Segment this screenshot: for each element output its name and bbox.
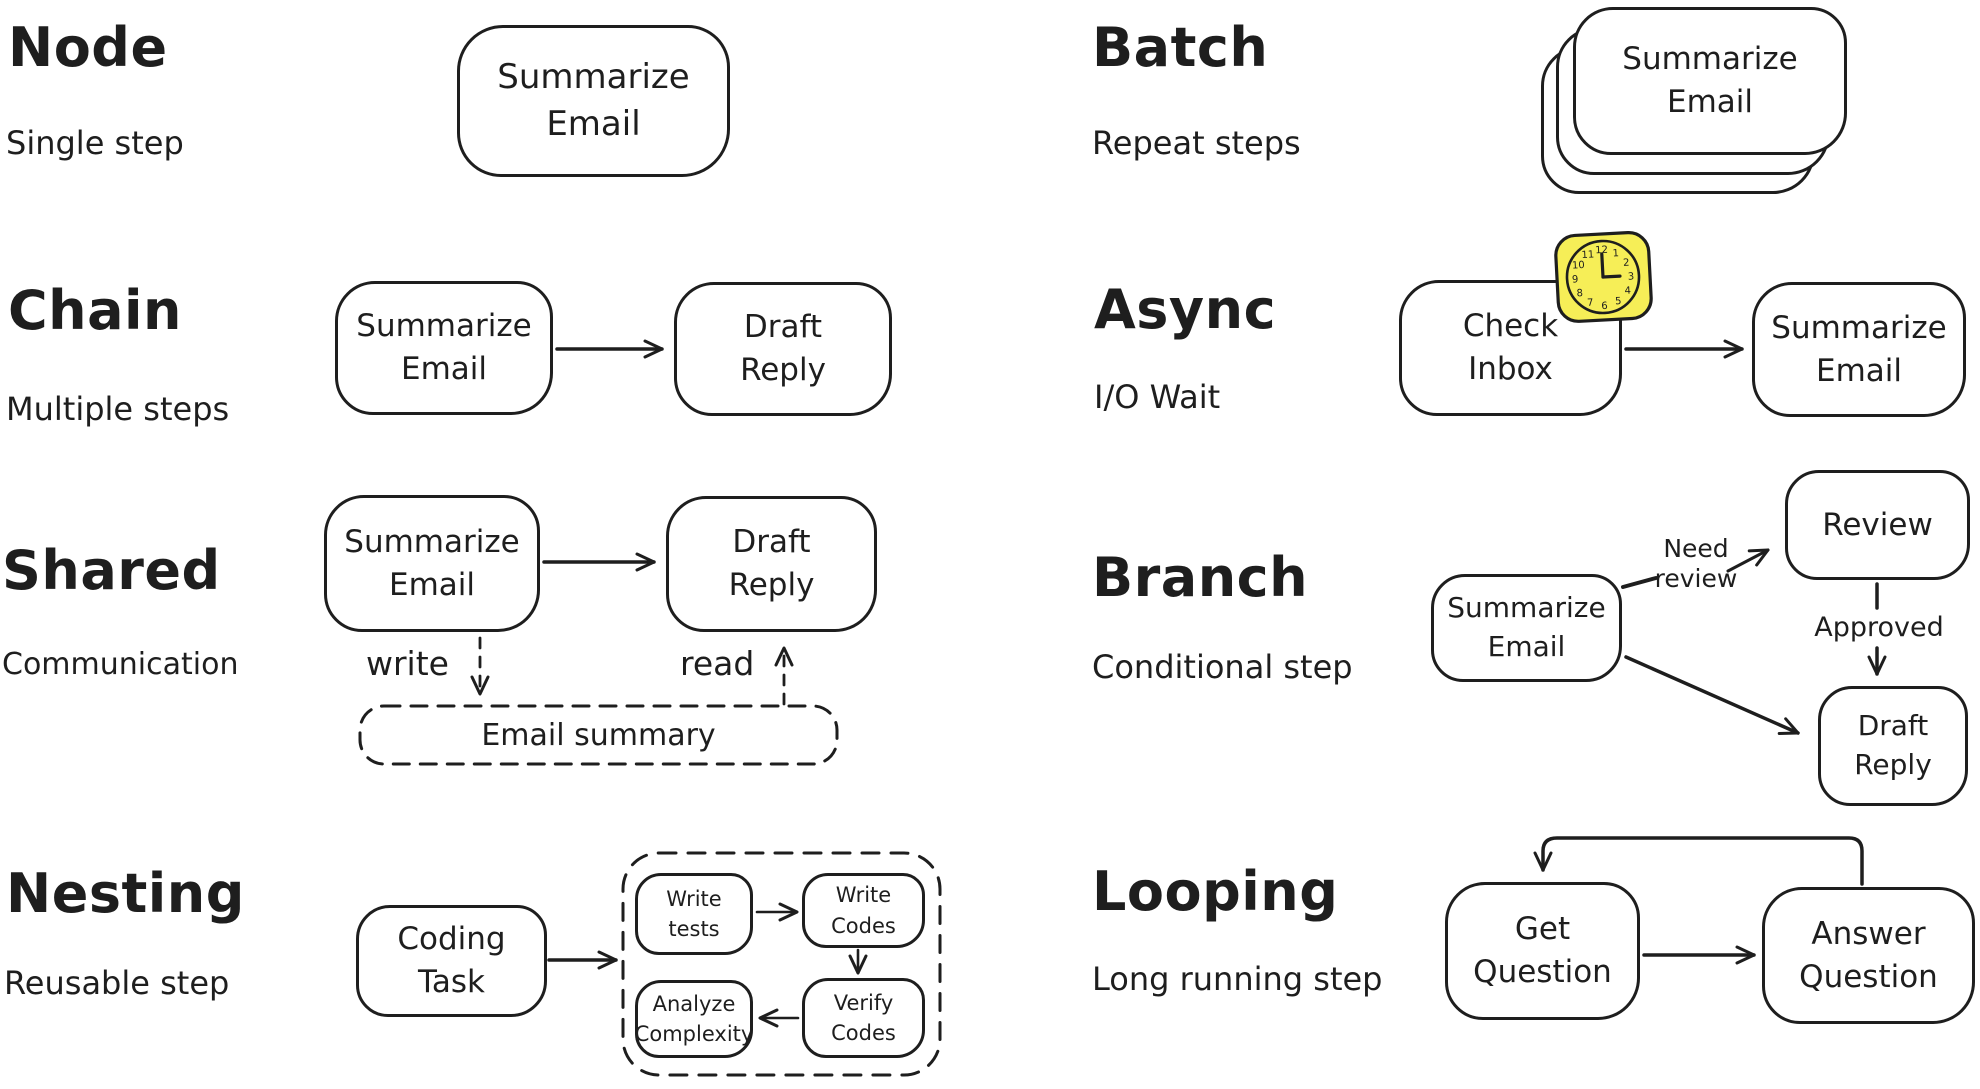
clock-number: 10 bbox=[1572, 260, 1585, 272]
clock-number: 1 bbox=[1612, 248, 1619, 259]
branch-review-box: Review bbox=[1785, 470, 1970, 580]
clock-number: 11 bbox=[1581, 249, 1594, 261]
clock-icon-hands bbox=[1600, 252, 1622, 279]
node-section-title: Node bbox=[8, 16, 168, 79]
node-section-subtitle: Single step bbox=[6, 124, 184, 162]
looping-section-title: Looping bbox=[1092, 860, 1339, 923]
node-summarize-email-box: Summarize Email bbox=[457, 25, 730, 177]
nesting-section-subtitle: Reusable step bbox=[4, 964, 230, 1002]
branch-summarize-email-box: Summarize Email bbox=[1431, 574, 1622, 682]
shared-section-title: Shared bbox=[2, 539, 221, 602]
looping-loopback-arrow bbox=[1533, 836, 1864, 886]
shared-section-subtitle: Communication bbox=[2, 647, 239, 682]
batch-section-subtitle: Repeat steps bbox=[1092, 124, 1301, 162]
looping-answer-question-box: Answer Question bbox=[1762, 887, 1975, 1024]
batch-summarize-email-box: Summarize Email bbox=[1573, 7, 1847, 155]
chain-section-subtitle: Multiple steps bbox=[6, 390, 230, 428]
clock-number: 3 bbox=[1628, 271, 1635, 282]
nesting-analyze-complexity-box: Analyze Complexity bbox=[635, 980, 753, 1058]
chain-draft-reply-box: Draft Reply bbox=[674, 282, 892, 416]
shared-draft-reply-box: Draft Reply bbox=[666, 496, 877, 632]
shared-write-label: write bbox=[366, 644, 449, 683]
chain-section-title: Chain bbox=[8, 279, 182, 342]
shared-email-summary-store-label: Email summary bbox=[481, 717, 716, 753]
nesting-verify-codes-box: Verify Codes bbox=[802, 978, 925, 1058]
branch-section-subtitle: Conditional step bbox=[1092, 648, 1353, 686]
nesting-section-title: Nesting bbox=[6, 862, 245, 925]
batch-section-title: Batch bbox=[1092, 16, 1269, 79]
branch-need-review-label: Need review bbox=[1654, 534, 1738, 593]
branch-diagonal-arrow bbox=[1624, 655, 1800, 735]
branch-approved-label: Approved bbox=[1814, 612, 1944, 643]
branch-section-title: Branch bbox=[1092, 546, 1309, 609]
clock-number: 12 bbox=[1595, 245, 1608, 257]
clock-number: 4 bbox=[1624, 286, 1631, 297]
shared-read-label: read bbox=[680, 644, 755, 683]
async-check-inbox-box: Check Inbox bbox=[1399, 280, 1622, 416]
branch-draft-reply-box: Draft Reply bbox=[1818, 686, 1968, 806]
nesting-write-codes-box: Write Codes bbox=[802, 873, 925, 948]
clock-number: 2 bbox=[1623, 258, 1630, 269]
nesting-write-tests-box: Write tests bbox=[635, 873, 753, 955]
async-section-title: Async bbox=[1094, 278, 1277, 341]
async-section-subtitle: I/O Wait bbox=[1094, 378, 1221, 416]
looping-section-subtitle: Long running step bbox=[1092, 960, 1383, 998]
shared-summarize-email-box: Summarize Email bbox=[324, 495, 540, 632]
looping-get-question-box: Get Question bbox=[1445, 882, 1640, 1020]
chain-summarize-email-box: Summarize Email bbox=[335, 281, 553, 415]
async-summarize-email-box: Summarize Email bbox=[1752, 282, 1966, 417]
nesting-coding-task-box: Coding Task bbox=[356, 905, 547, 1017]
